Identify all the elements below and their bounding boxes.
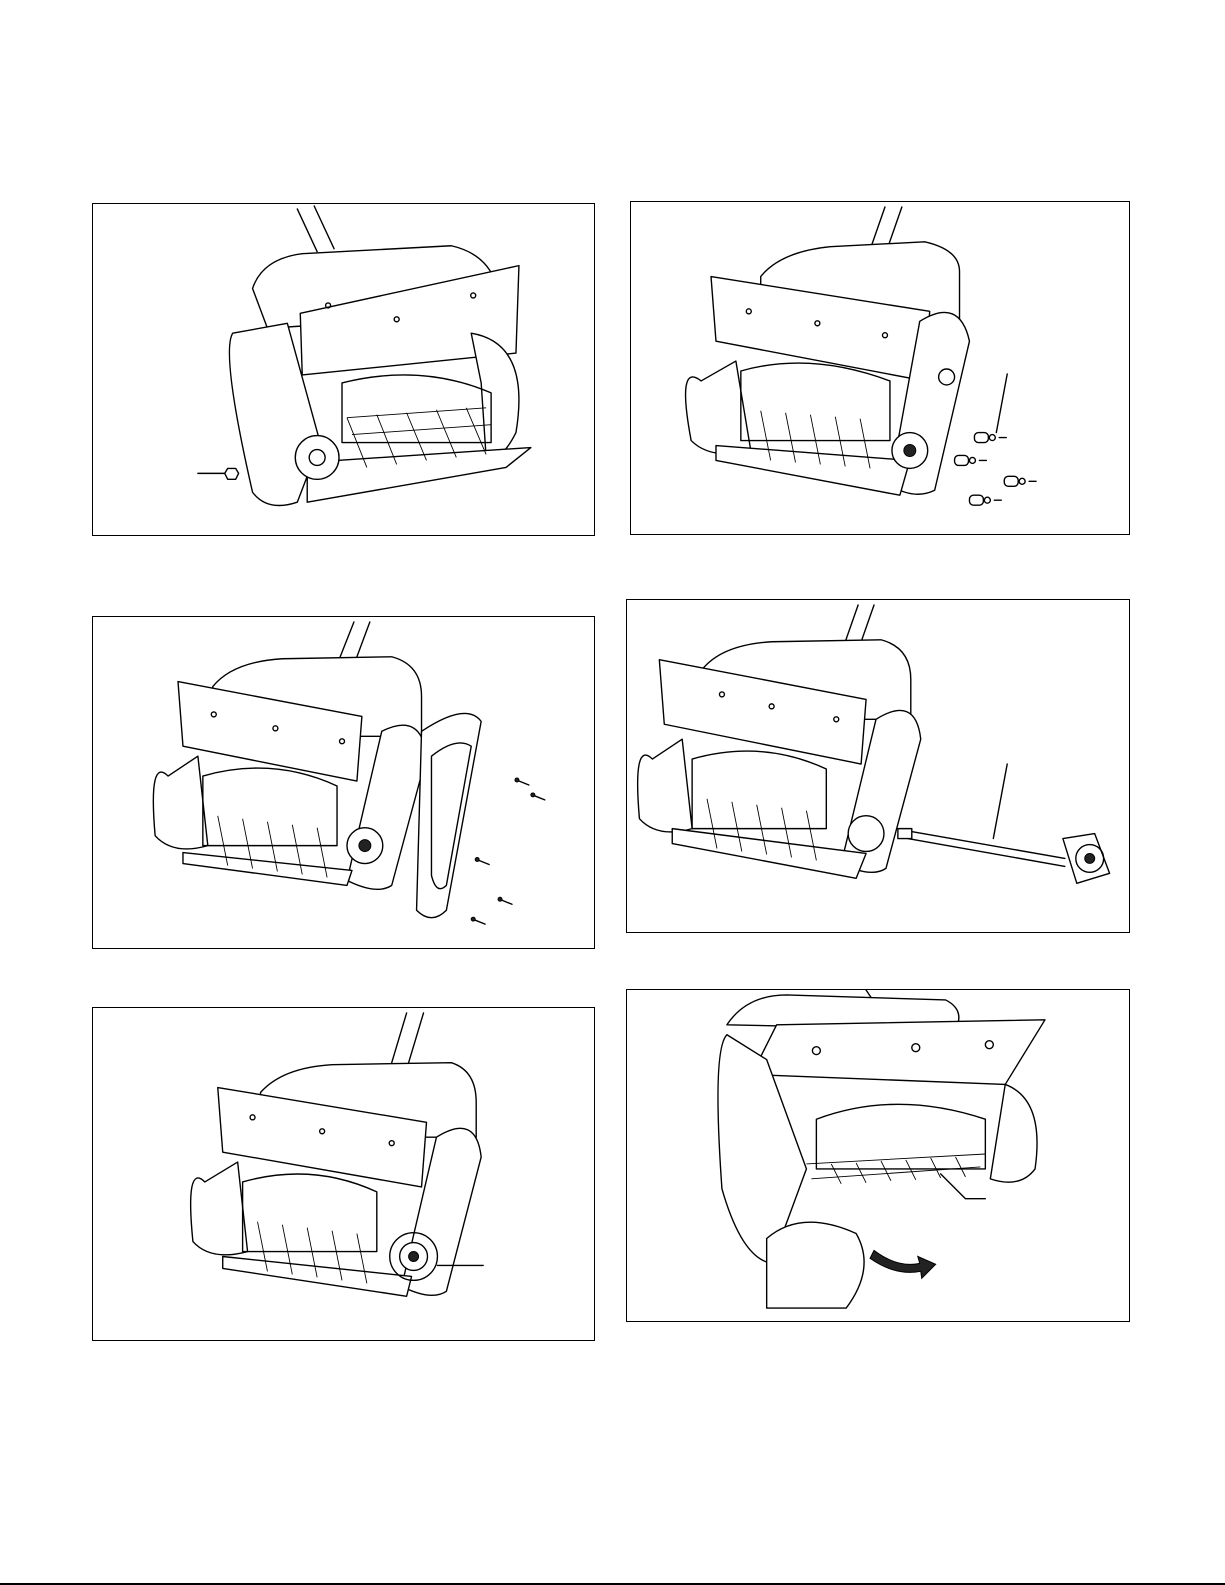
snow-thrower-illustration <box>93 1008 594 1340</box>
snow-thrower-illustration <box>93 204 594 535</box>
figure-4 <box>626 599 1130 933</box>
rotate-arrow-icon <box>870 1250 936 1278</box>
snow-thrower-illustration <box>631 202 1129 534</box>
hand-icon <box>767 1222 864 1308</box>
scraper-plate <box>752 1020 1045 1085</box>
spacer-set <box>955 433 1037 506</box>
figure-1 <box>92 203 595 536</box>
figure-3 <box>92 616 595 949</box>
callout-leader <box>941 1174 986 1199</box>
figure-5 <box>92 1007 595 1341</box>
snow-thrower-illustration <box>627 600 1129 932</box>
figure-2 <box>630 201 1130 535</box>
screw-set <box>471 778 545 924</box>
figure-6 <box>626 989 1130 1322</box>
snow-thrower-illustration <box>93 617 594 948</box>
side-cover <box>417 713 482 917</box>
snow-thrower-illustration <box>627 990 1129 1321</box>
drive-shaft <box>906 831 1065 859</box>
callout-leader <box>996 374 1007 433</box>
hex-nut-icon <box>225 468 239 479</box>
callout-leader <box>993 764 1007 839</box>
